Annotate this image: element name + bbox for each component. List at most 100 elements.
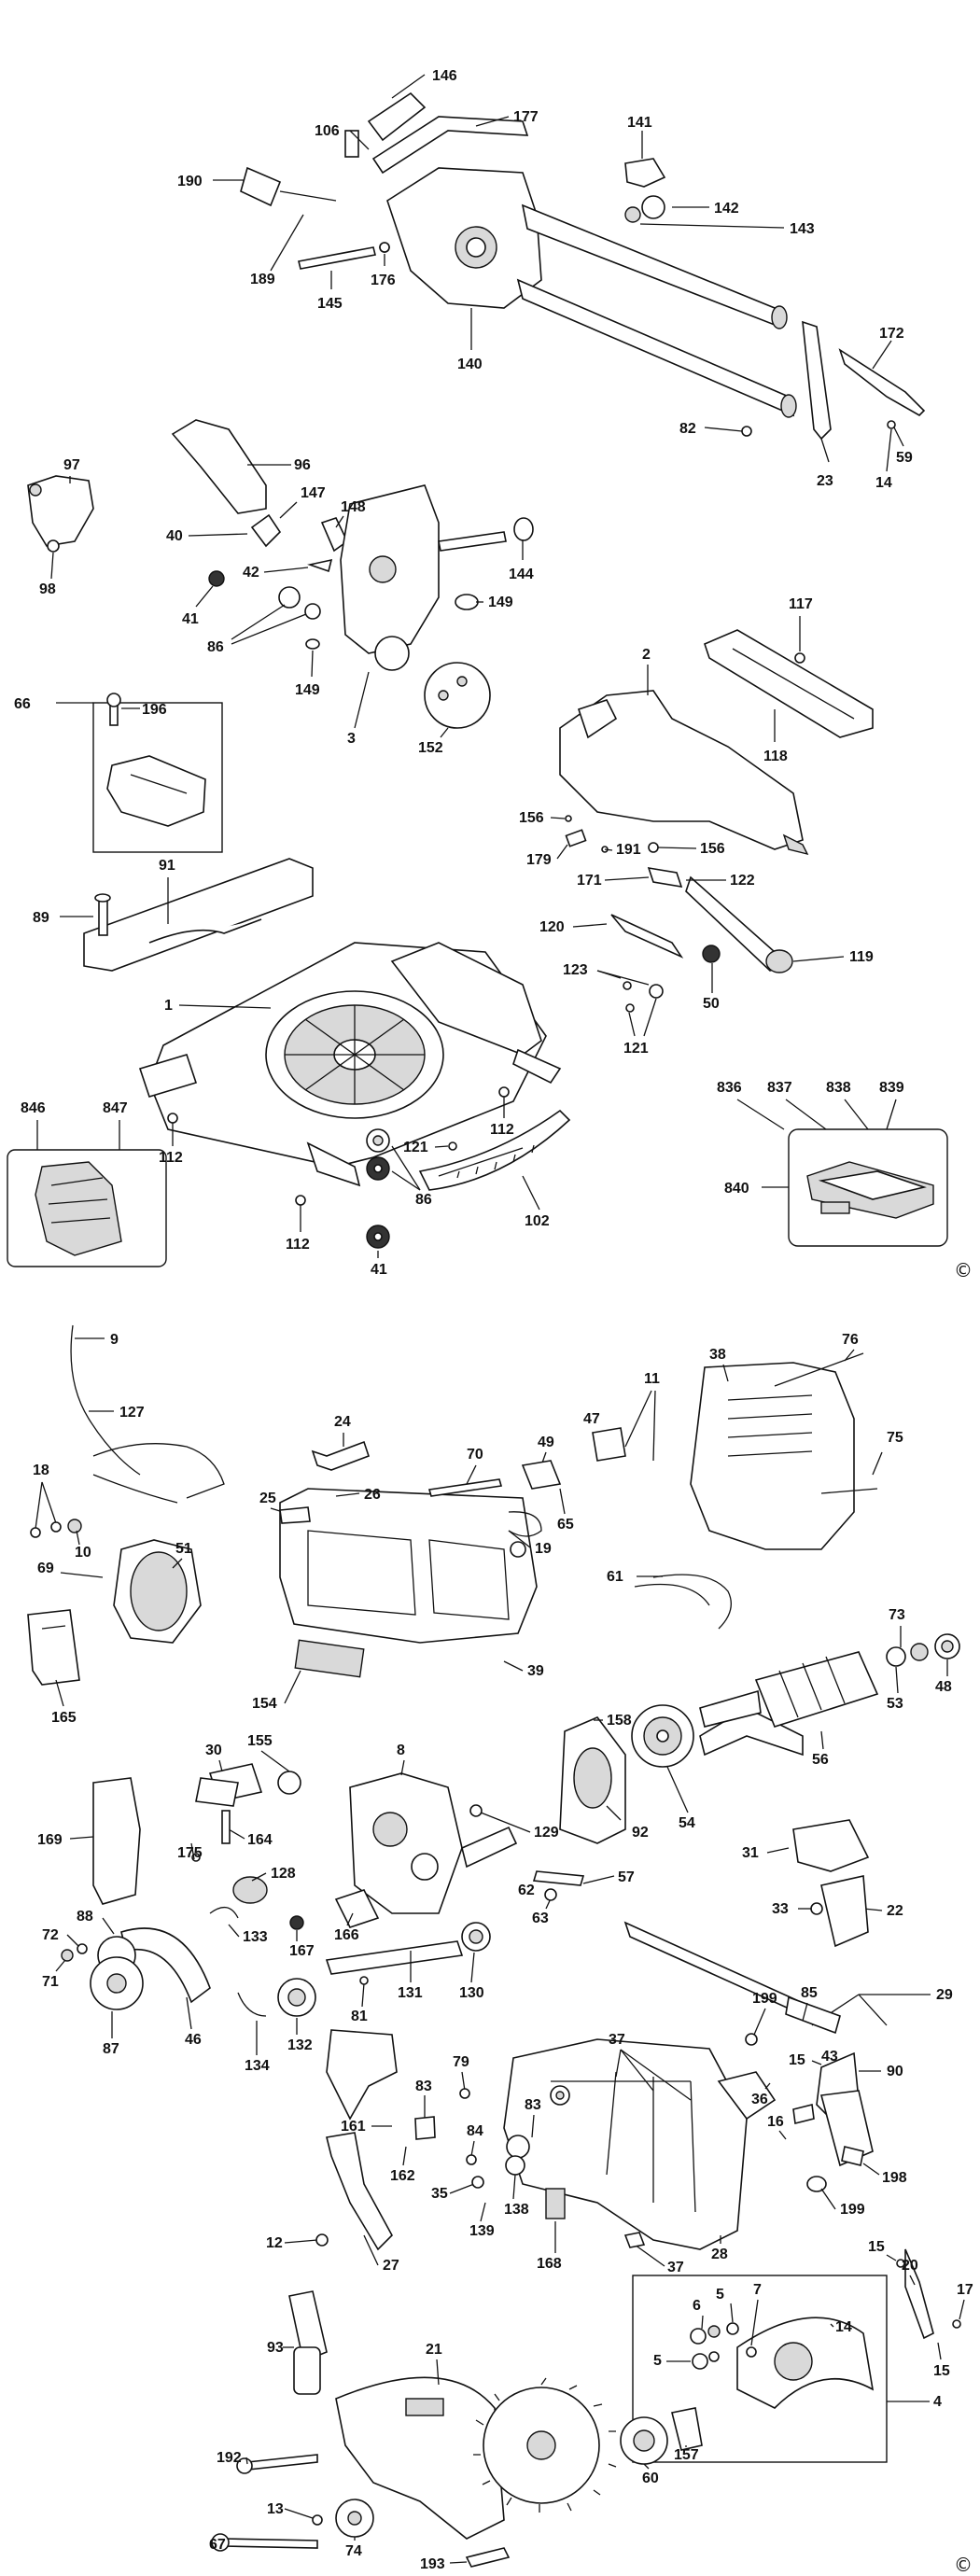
label-54: 54	[679, 1815, 695, 1831]
label-30: 30	[205, 1743, 222, 1758]
label-12: 12	[266, 2235, 283, 2251]
label-167: 167	[289, 1943, 315, 1959]
label-145: 145	[317, 296, 343, 312]
label-189: 189	[250, 272, 275, 287]
label-9: 9	[110, 1332, 119, 1348]
label-155: 155	[247, 1733, 273, 1749]
label-18: 18	[33, 1463, 49, 1478]
label-129: 129	[534, 1825, 559, 1841]
label-172: 172	[879, 326, 904, 342]
label-49: 49	[538, 1435, 554, 1450]
label-119: 119	[849, 949, 874, 965]
label-26: 26	[364, 1487, 381, 1503]
bottom-callouts: 9 127 11 38 76 47 24 18 70 49 75 26 25 1…	[30, 1332, 973, 2572]
label-36: 36	[751, 2092, 768, 2107]
label-17: 17	[957, 2282, 973, 2298]
label-15c: 15	[933, 2363, 950, 2379]
label-121: 121	[623, 1041, 649, 1057]
label-193: 193	[420, 2556, 445, 2572]
label-37b: 37	[667, 2260, 684, 2275]
label-175: 175	[177, 1845, 203, 1861]
label-140: 140	[457, 357, 483, 372]
label-847: 847	[103, 1100, 128, 1116]
blade-guard-assembly	[632, 2248, 961, 2463]
label-141: 141	[627, 115, 652, 131]
label-89: 89	[33, 910, 49, 926]
label-43: 43	[821, 2049, 838, 2065]
label-161: 161	[341, 2119, 366, 2135]
label-35: 35	[431, 2186, 448, 2202]
label-147: 147	[301, 485, 326, 501]
label-37: 37	[609, 2032, 625, 2048]
label-118: 118	[763, 749, 788, 764]
label-131: 131	[398, 1985, 423, 2001]
label-168: 168	[537, 2256, 562, 2272]
label-143: 143	[790, 221, 815, 237]
label-156: 156	[519, 810, 544, 826]
top-callouts: 146 106 177 141 190 142 143 189 145 176 …	[177, 68, 913, 491]
label-836: 836	[717, 1080, 742, 1096]
label-198: 198	[882, 2170, 907, 2186]
label-83: 83	[415, 2079, 432, 2094]
armature-assembly	[559, 1574, 960, 1844]
label-5: 5	[716, 2287, 724, 2303]
label-46: 46	[185, 2032, 202, 2048]
label-38: 38	[709, 1347, 726, 1363]
label-10: 10	[75, 1545, 91, 1561]
label-72: 72	[42, 1927, 59, 1943]
label-27: 27	[383, 2258, 399, 2274]
label-838: 838	[826, 1080, 851, 1096]
label-69: 69	[37, 1561, 54, 1576]
label-837: 837	[767, 1080, 792, 1096]
label-166: 166	[334, 1927, 359, 1943]
label-81: 81	[351, 2009, 368, 2024]
label-171: 171	[577, 873, 602, 889]
label-90: 90	[887, 2064, 903, 2079]
gearbox-assembly	[90, 1763, 518, 2017]
label-177: 177	[513, 109, 539, 125]
label-51: 51	[175, 1541, 192, 1557]
guard-callouts: 97 96 147 148 40 144 42 98 41 149 86 149…	[39, 457, 534, 756]
label-158: 158	[607, 1713, 632, 1729]
label-47: 47	[583, 1411, 600, 1427]
base-rotary-table: 91 89 1	[33, 858, 562, 1187]
label-7: 7	[753, 2282, 762, 2298]
label-192: 192	[217, 2450, 242, 2466]
mitre-callouts: 117 66 196 2 118 156 179 191 156 171 122	[14, 596, 813, 889]
label-87: 87	[103, 2041, 119, 2057]
label-132: 132	[287, 2037, 313, 2053]
saw-blade-assembly	[211, 2290, 703, 2568]
label-85: 85	[801, 1985, 818, 2001]
label-148: 148	[341, 499, 366, 515]
label-29: 29	[936, 1987, 953, 2003]
label-11: 11	[644, 1371, 660, 1387]
label-152: 152	[418, 740, 443, 756]
label-40: 40	[166, 528, 183, 544]
label-112c: 112	[286, 1237, 310, 1253]
label-15: 15	[789, 2052, 805, 2068]
label-134: 134	[245, 2058, 270, 2074]
label-5b: 5	[653, 2353, 662, 2369]
label-71: 71	[42, 1974, 59, 1990]
label-122: 122	[730, 873, 755, 889]
label-127: 127	[119, 1405, 145, 1421]
label-102: 102	[525, 1213, 550, 1229]
copyright-mark: ©	[954, 1259, 973, 1281]
label-65: 65	[557, 1517, 574, 1533]
label-14b: 14	[835, 2319, 852, 2335]
label-39: 39	[527, 1663, 544, 1679]
label-14: 14	[875, 475, 892, 491]
label-86b: 86	[415, 1192, 432, 1208]
label-84: 84	[467, 2123, 483, 2139]
label-8: 8	[397, 1743, 405, 1758]
label-139: 139	[469, 2223, 495, 2239]
label-70: 70	[467, 1447, 483, 1463]
label-165: 165	[51, 1710, 77, 1726]
label-106: 106	[315, 123, 340, 139]
label-169: 169	[37, 1832, 63, 1848]
lower-guard-assembly	[326, 2029, 874, 2251]
label-13: 13	[267, 2501, 284, 2517]
label-133: 133	[243, 1929, 268, 1945]
label-83b: 83	[525, 2097, 541, 2113]
